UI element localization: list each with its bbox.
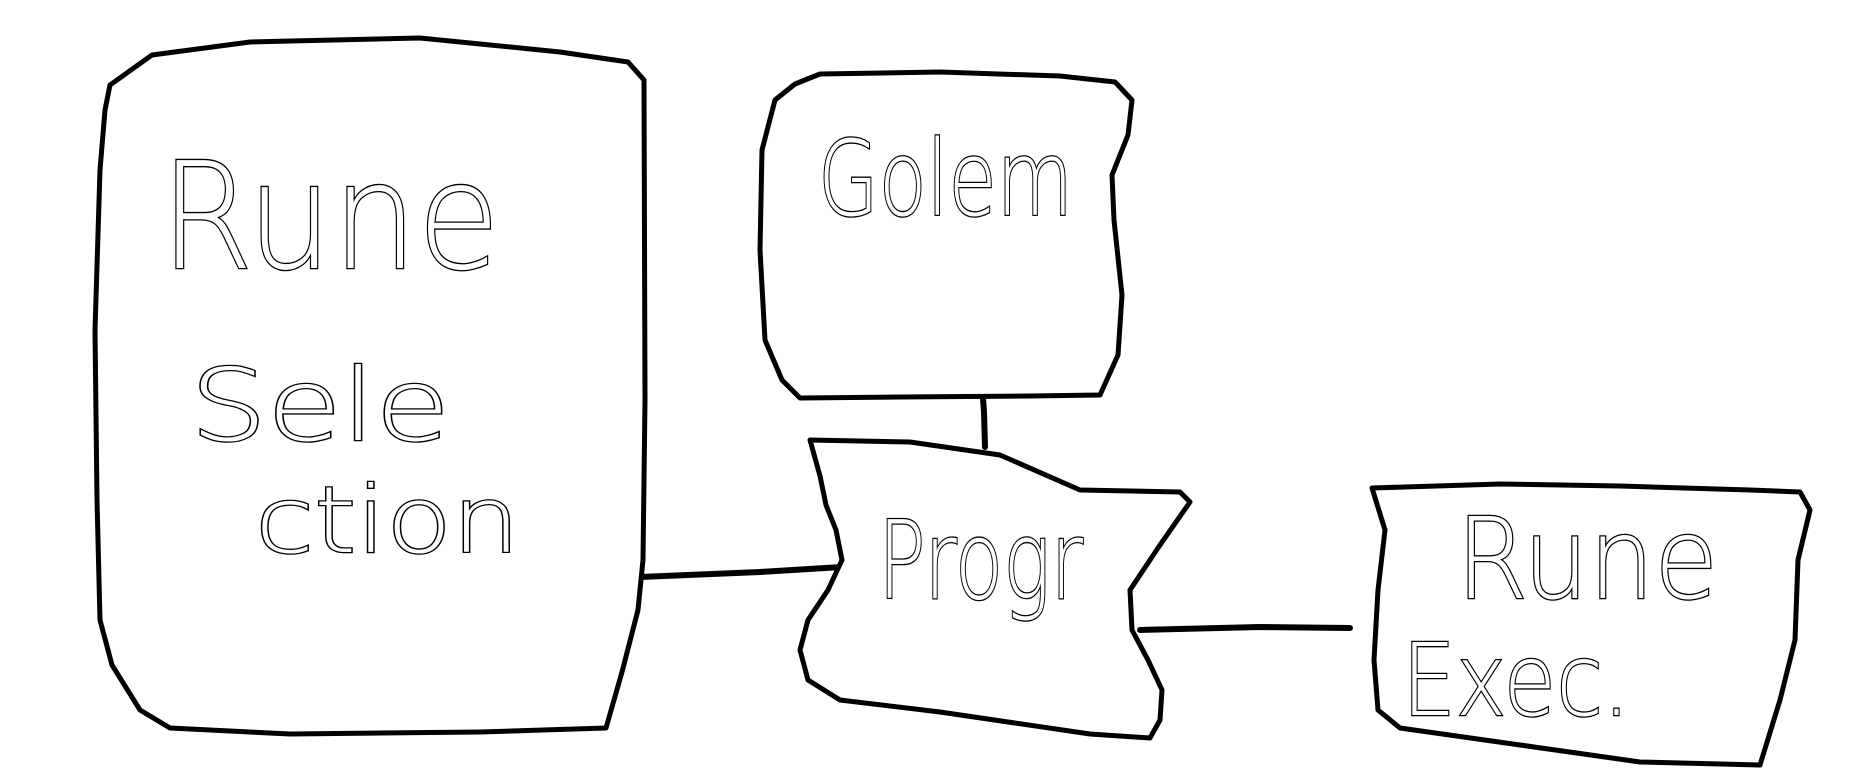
rune-selection-label-line-2: Sele xyxy=(190,347,450,464)
rune-exec-label-line-2: Exec. xyxy=(1402,622,1630,739)
rune-selection-label-line-3: ction xyxy=(255,467,520,574)
node-golem[interactable] xyxy=(757,69,1135,401)
edge-progr-rune-exec xyxy=(1137,623,1353,633)
node-progr[interactable] xyxy=(797,437,1193,741)
rune-exec-label-line-1: Rune xyxy=(1456,495,1718,625)
edge-rune-selection-progr xyxy=(637,563,861,580)
progr-label: Progr xyxy=(878,499,1083,624)
node-rune-selection[interactable] xyxy=(92,35,648,737)
rune-selection-label-line-1: Rune xyxy=(160,131,500,303)
node-rune-exec[interactable] xyxy=(1369,481,1813,768)
golem-label: Golem xyxy=(818,118,1073,240)
